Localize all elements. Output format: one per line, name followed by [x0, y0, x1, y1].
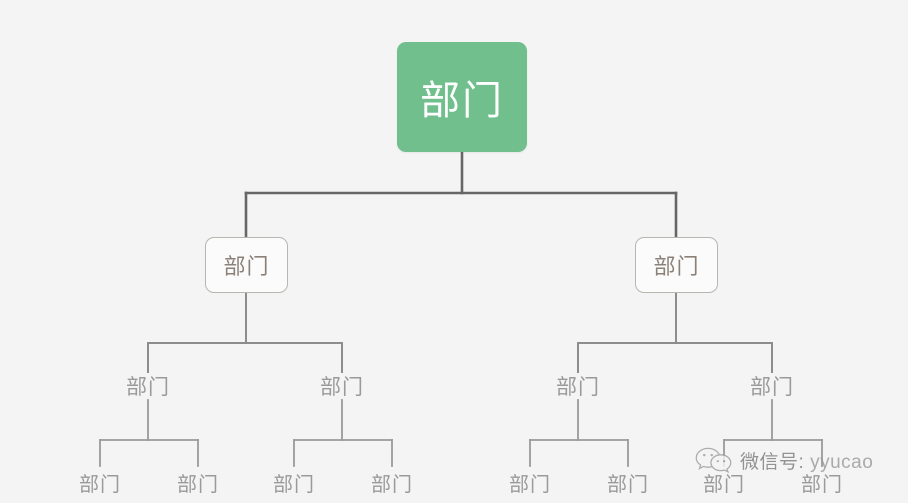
connector-level2-right-to-level3	[577, 292, 773, 373]
org-node-level2-2[interactable]: 部门	[635, 237, 718, 293]
org-node-level4-6[interactable]: 部门	[607, 473, 649, 496]
org-node-level4-7[interactable]: 部门	[703, 473, 745, 496]
connector-level2-left-to-level3	[147, 292, 343, 373]
org-node-level4-1[interactable]: 部门	[79, 473, 121, 496]
connector-root-to-level2	[244, 150, 678, 239]
org-node-level3-1[interactable]: 部门	[126, 376, 170, 399]
org-node-level4-3[interactable]: 部门	[273, 473, 315, 496]
org-node-level4-4[interactable]: 部门	[371, 473, 413, 496]
org-node-level3-3[interactable]: 部门	[556, 376, 600, 399]
connector-level3-3-to-level4	[529, 399, 629, 467]
org-node-level4-5[interactable]: 部门	[509, 473, 551, 496]
connector-level3-1-to-level4	[99, 399, 199, 467]
org-node-level3-4[interactable]: 部门	[750, 376, 794, 399]
org-node-level3-2[interactable]: 部门	[320, 376, 364, 399]
org-node-level4-8[interactable]: 部门	[801, 473, 843, 496]
connector-level3-2-to-level4	[293, 399, 393, 467]
org-node-level2-1[interactable]: 部门	[205, 237, 288, 293]
connector-level3-4-to-level4	[723, 399, 823, 467]
org-node-level4-2[interactable]: 部门	[177, 473, 219, 496]
org-node-root[interactable]: 部门	[397, 42, 527, 152]
